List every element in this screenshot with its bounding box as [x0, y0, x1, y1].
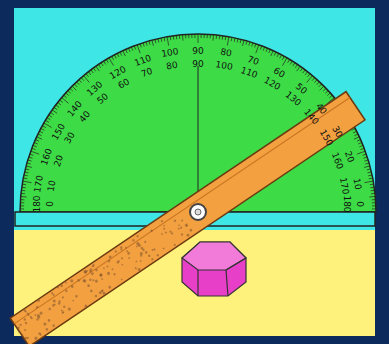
scale-number: 90 [192, 47, 203, 56]
scale-number: 160 [330, 152, 344, 171]
scale-number: 170 [34, 175, 46, 193]
pivot [190, 204, 206, 220]
scale-number: 30 [331, 124, 345, 138]
scale-number: 100 [161, 48, 179, 60]
scale-number: 10 [47, 180, 58, 193]
scale-number: 180 [33, 195, 42, 212]
hexagonal-prism [182, 242, 246, 296]
scale-number: 0 [46, 201, 55, 207]
scale-number: 50 [96, 91, 111, 105]
scale-number: 70 [140, 67, 154, 79]
scale-number: 180 [342, 195, 351, 212]
scale-number: 10 [351, 178, 362, 191]
ruler [9, 91, 365, 344]
scale-number: 90 [192, 60, 203, 69]
scale-number: 80 [166, 61, 179, 72]
scale-number: 20 [343, 150, 355, 164]
scale-number: 80 [220, 48, 233, 59]
scale-number: 30 [63, 131, 77, 145]
scale-number: 70 [246, 55, 260, 67]
scale-number: 170 [338, 177, 350, 195]
scale-number: 100 [214, 60, 232, 72]
scale-number: 110 [239, 66, 258, 80]
center-line [198, 66, 199, 212]
scale-number: 0 [355, 201, 364, 207]
scale-number: 110 [133, 54, 152, 68]
scale-number: 60 [271, 66, 285, 80]
scale-number: 160 [40, 147, 54, 166]
scale-number: 20 [53, 154, 65, 168]
scale-number: 60 [117, 77, 131, 91]
scale-number: 40 [77, 110, 91, 125]
scale-number: 40 [314, 101, 328, 116]
scale-number: 50 [294, 82, 309, 96]
pivot-hole [195, 209, 201, 215]
